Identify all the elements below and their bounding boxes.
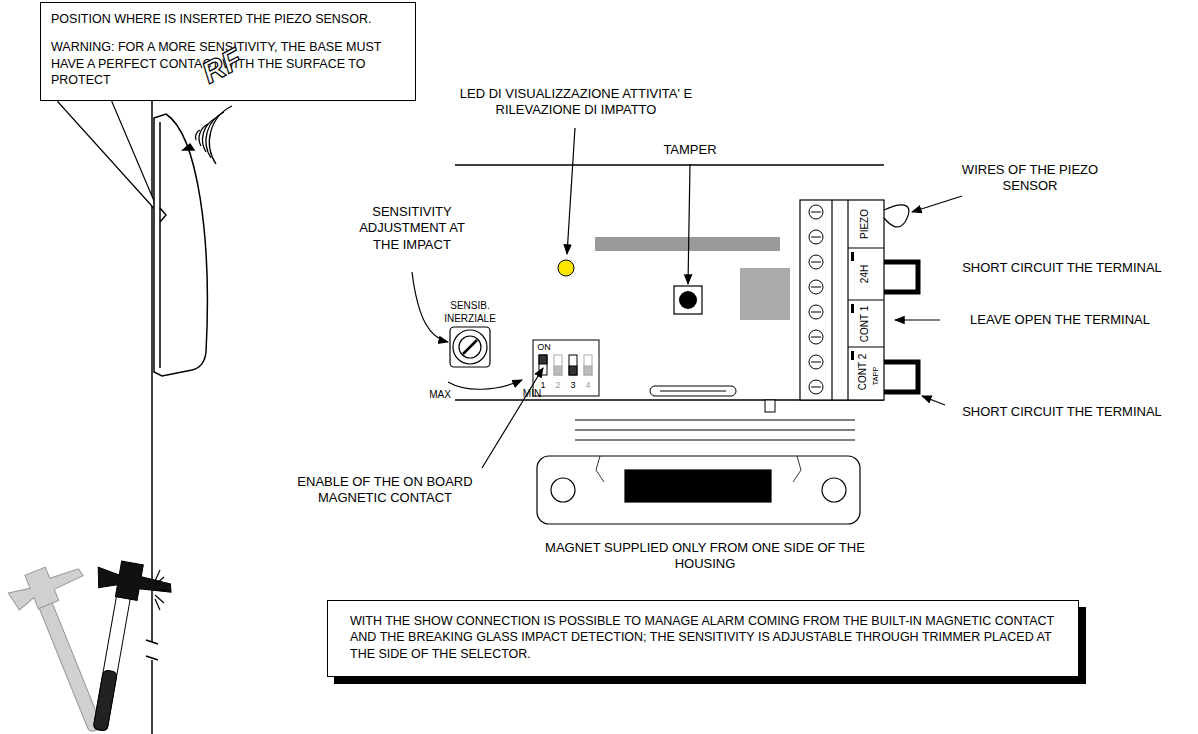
jumper-instruction: SHORT CIRCUIT THE TERMINAL xyxy=(962,404,1162,420)
terminal-name: TAPP xyxy=(871,366,880,385)
dip-label: ENABLE OF THE ON BOARD MAGNETIC CONTACT xyxy=(265,474,505,507)
note-box: WITH THE SHOW CONNECTION IS POSSIBLE TO … xyxy=(327,600,1079,677)
jumper-instruction: SHORT CIRCUIT THE TERMINAL xyxy=(962,260,1162,276)
magnet-lines xyxy=(575,420,855,440)
piezo-wires xyxy=(884,205,909,227)
impact-marks xyxy=(155,570,167,610)
trimmer-max: MAX xyxy=(429,389,451,402)
tamper-switch xyxy=(674,286,702,314)
jumper xyxy=(884,262,918,392)
terminal-block xyxy=(800,200,884,400)
magnet-label: MAGNET SUPPLIED ONLY FROM ONE SIDE OF TH… xyxy=(540,540,870,573)
led-label: LED DI VISUALIZZAZIONE ATTIVITA' E RILEV… xyxy=(431,86,721,119)
rf-waves xyxy=(195,106,232,164)
terminal-tabs xyxy=(851,252,854,360)
trimmer-marking: SENSIB. INERZIALE xyxy=(430,300,510,325)
reed-switch xyxy=(650,386,775,412)
dip-number: 2 xyxy=(555,380,560,391)
dip-number: 1 xyxy=(540,380,545,391)
magnet xyxy=(537,456,860,524)
dip-number: 3 xyxy=(570,380,575,391)
pcb xyxy=(455,165,884,400)
trimmer-label: SENSITIVITY ADJUSTMENT AT THE IMPACT xyxy=(356,204,468,253)
leader-lines xyxy=(412,128,962,468)
callout-heading: POSITION WHERE IS INSERTED THE PIEZO SEN… xyxy=(51,11,405,27)
terminal-name: CONT 2 xyxy=(857,354,870,391)
led xyxy=(558,260,574,276)
connector-strip xyxy=(595,237,780,251)
terminal-screws xyxy=(809,205,823,394)
terminal-name: PIEZO xyxy=(859,209,872,239)
terminal-name: CONT 1 xyxy=(859,306,872,343)
dip-number: 4 xyxy=(585,380,590,391)
terminal-name: 24H xyxy=(859,265,872,283)
piezo-wires-label: WIRES OF THE PIEZO SENSOR xyxy=(948,162,1113,195)
tamper-label: TAMPER xyxy=(663,142,716,158)
relay xyxy=(740,268,790,320)
trimmer-min: MIN xyxy=(523,388,541,401)
note-text: WITH THE SHOW CONNECTION IS POSSIBLE TO … xyxy=(350,613,1056,662)
hammer xyxy=(70,557,174,734)
trimmer xyxy=(450,327,490,367)
jumper-instruction: LEAVE OPEN THE TERMINAL xyxy=(970,312,1150,328)
dip-marking: ON xyxy=(537,342,551,353)
sensor-housing xyxy=(154,114,207,376)
